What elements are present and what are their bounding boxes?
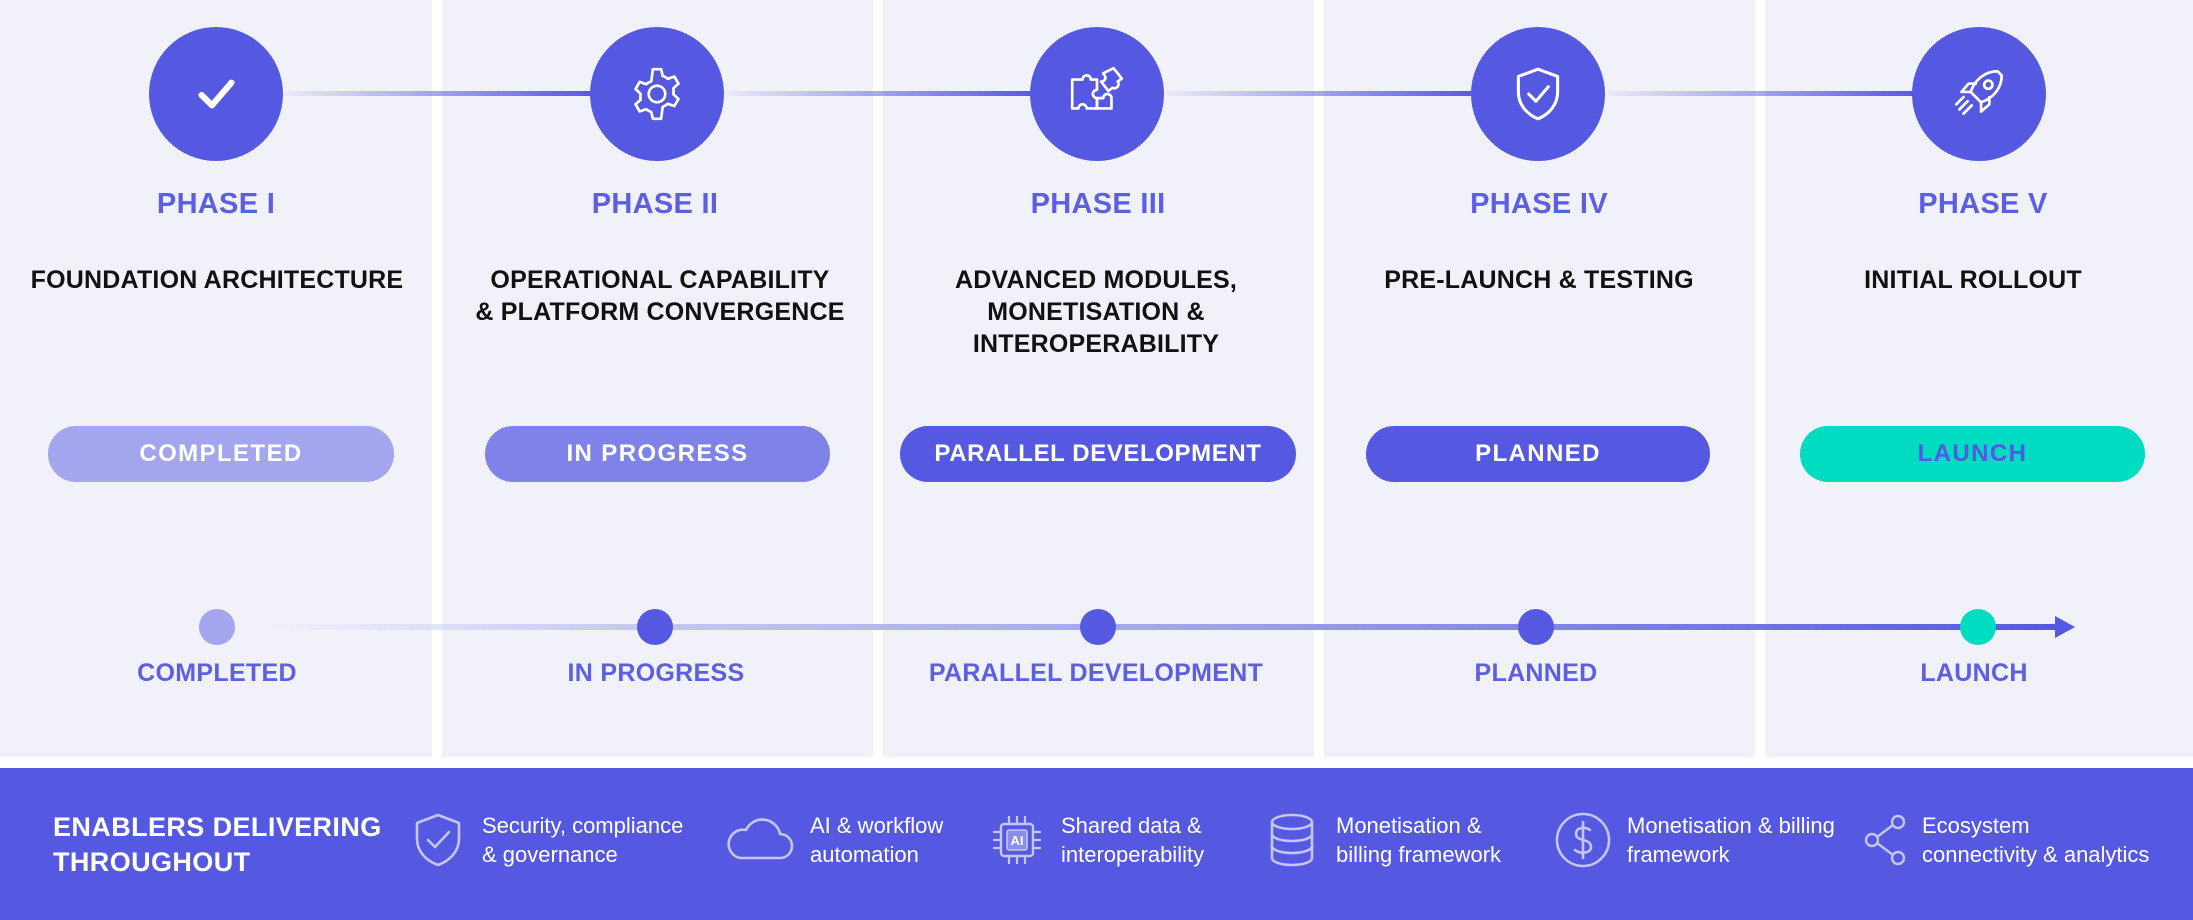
enabler-ai-workflow-text: AI & workflow automation	[810, 813, 944, 867]
enablers-title: ENABLERS DELIVERING THROUGHOUT	[53, 812, 382, 877]
timeline-label-parallel-development: PARALLEL DEVELOPMENT	[928, 659, 1264, 687]
enabler-ecosystem-text: Ecosystem connectivity & analytics	[1922, 813, 2150, 867]
connector-line-3	[1166, 91, 1476, 96]
enabler-database-text: Monetisation & billing framework	[1336, 813, 1502, 867]
phase-4-label: PHASE IV	[1470, 188, 1608, 220]
enabler-database: Monetisation & billing framework	[1262, 808, 1501, 872]
timeline-track	[270, 624, 2060, 630]
phase-4-icon-circle	[1471, 27, 1605, 161]
shield-check-icon	[1516, 67, 1560, 121]
enabler-ai-workflow: AI & workflow automation	[722, 808, 943, 872]
phase-1-icon-circle	[149, 27, 283, 161]
timeline-label-completed: COMPLETED	[137, 659, 297, 687]
connector-line-2	[725, 91, 1035, 96]
status-pill-completed: COMPLETED	[48, 426, 394, 482]
phase-3-title: ADVANCED MODULES, MONETISATION & INTEROP…	[954, 266, 1238, 358]
phase-5-icon-circle	[1912, 27, 2046, 161]
database-icon	[1270, 813, 1314, 867]
timeline-dot-parallel-development	[1080, 609, 1116, 645]
enablers-footer: ENABLERS DELIVERING THROUGHOUT Security,…	[0, 768, 2193, 920]
shield-check-icon	[415, 813, 461, 867]
phase-4-title: PRE-LAUNCH & TESTING	[1384, 266, 1694, 294]
status-pill-parallel-development: PARALLEL DEVELOPMENT	[900, 426, 1296, 482]
timeline-arrow-icon	[2055, 616, 2075, 638]
puzzle-icon	[1070, 66, 1124, 110]
timeline-label-planned: PLANNED	[1474, 659, 1598, 687]
gear-icon	[634, 67, 680, 121]
rocket-icon	[1954, 69, 2004, 115]
phase-2-label: PHASE II	[591, 188, 719, 220]
cloud-icon	[727, 818, 794, 860]
enabler-security-text: Security, compliance & governance	[482, 813, 684, 867]
phase-5-label: PHASE V	[1918, 188, 2048, 220]
phase-1-label: PHASE I	[156, 188, 276, 220]
timeline-dot-completed	[199, 609, 235, 645]
timeline-dot-planned	[1518, 609, 1554, 645]
status-pill-planned: PLANNED	[1366, 426, 1710, 482]
phase-2-icon-circle	[590, 27, 724, 161]
enabler-billing: Monetisation & billing framework	[1553, 808, 1835, 872]
phase-5-title: INITIAL ROLLOUT	[1864, 266, 2082, 294]
enabler-shared-data: AI Shared data & interoperability	[987, 808, 1204, 872]
timeline-dot-launch	[1960, 609, 1996, 645]
enabler-security: Security, compliance & governance	[408, 808, 683, 872]
phase-1-title: FOUNDATION ARCHITECTURE	[30, 266, 404, 294]
status-pill-in-progress: IN PROGRESS	[485, 426, 830, 482]
phase-2-title: OPERATIONAL CAPABILITY & PLATFORM CONVER…	[475, 266, 845, 326]
check-icon	[198, 79, 235, 109]
status-pill-launch: LAUNCH	[1800, 426, 2145, 482]
enabler-ecosystem: Ecosystem connectivity & analytics	[1862, 808, 2149, 872]
phase-3-label: PHASE III	[1030, 188, 1166, 220]
ai-chip-icon: AI	[993, 816, 1041, 864]
phase-3-icon-circle	[1030, 27, 1164, 161]
connector-line-4	[1608, 91, 1918, 96]
timeline-label-in-progress: IN PROGRESS	[567, 659, 745, 687]
timeline-dot-in-progress	[637, 609, 673, 645]
svg-text:AI: AI	[1011, 833, 1024, 848]
connector-line-1	[285, 91, 593, 96]
dollar-icon	[1555, 812, 1611, 868]
enabler-shared-data-text: Shared data & interoperability	[1061, 813, 1205, 867]
enabler-billing-text: Monetisation & billing framework	[1627, 813, 1835, 867]
share-icon	[1864, 814, 1906, 866]
timeline-label-launch: LAUNCH	[1920, 659, 2028, 687]
